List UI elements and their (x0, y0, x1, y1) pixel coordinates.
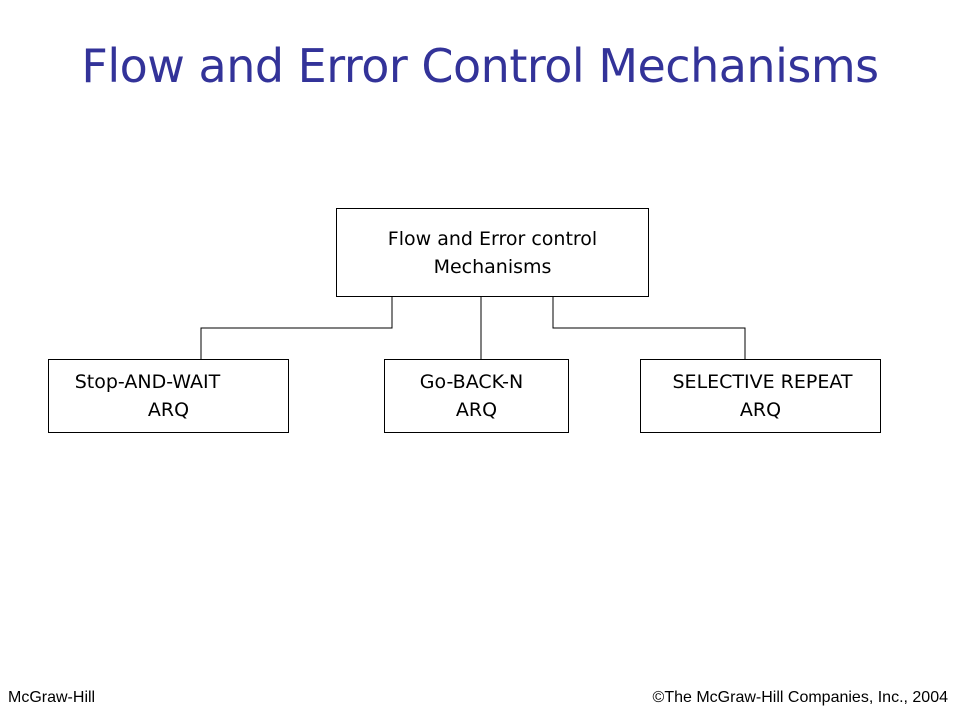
connector-right (552, 297, 746, 359)
child-node-label-line2: ARQ (455, 399, 498, 421)
child-node-label-line2: ARQ (739, 399, 782, 421)
child-node-label-line1: Stop-AND-WAIT (74, 371, 221, 393)
slide-title: Flow and Error Control Mechanisms (81, 39, 879, 93)
child-node-go-back-n: Go-BACK-N ARQ (384, 359, 569, 433)
child-node-stop-and-wait: Stop-AND-WAIT ARQ (48, 359, 289, 433)
root-node-label-line2: Mechanisms (433, 255, 552, 278)
child-node-label-line1: SELECTIVE REPEAT (672, 371, 853, 393)
root-node-label-line1: Flow and Error control (387, 227, 598, 250)
root-node-flow-error-control: Flow and Error control Mechanisms (336, 208, 649, 297)
footer-copyright: ©The McGraw-Hill Companies, Inc., 2004 (652, 689, 948, 706)
connector-left (200, 297, 393, 359)
footer-publisher: McGraw-Hill (8, 689, 96, 706)
child-node-label-line1: Go-BACK-N (419, 371, 524, 393)
child-node-label-line2: ARQ (147, 399, 190, 421)
child-node-selective-repeat: SELECTIVE REPEAT ARQ (640, 359, 881, 433)
